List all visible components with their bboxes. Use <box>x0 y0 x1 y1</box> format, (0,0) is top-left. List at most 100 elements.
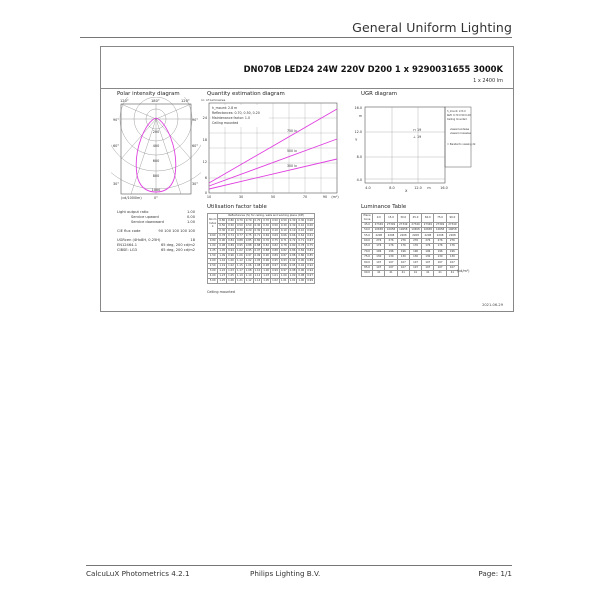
polar-title: Polar intensity diagram <box>117 91 180 97</box>
uf-cell: 1.06 <box>226 278 236 284</box>
quantity-estimation-chart: nr. of luminaires h_mount: 2.8 m Reflect… <box>201 98 339 199</box>
svg-text:= Parallel to viewing dir.: = Parallel to viewing dir. <box>447 143 476 146</box>
svg-text:30: 30 <box>239 195 243 199</box>
luminance-cell: 41 <box>372 270 386 277</box>
luminance-header-cell: 45.0 <box>408 213 423 223</box>
svg-text:4.0: 4.0 <box>357 178 362 182</box>
svg-text:h_mount: 2.8 m: h_mount: 2.8 m <box>447 110 467 113</box>
product-title: DN070B LED24 24W 220V D200 1 x 929003165… <box>243 64 503 74</box>
footer-rule <box>86 565 512 566</box>
svg-text:90°: 90° <box>192 118 198 122</box>
svg-text:19: 19 <box>417 135 421 139</box>
svg-text:0°: 0° <box>154 196 158 200</box>
header-rule <box>80 37 512 38</box>
svg-text:180°: 180° <box>151 99 160 103</box>
svg-text:50: 50 <box>271 195 275 199</box>
svg-text:750 lx: 750 lx <box>287 129 297 133</box>
svg-text:nr. of luminaires: nr. of luminaires <box>201 98 226 102</box>
svg-text:16.0: 16.0 <box>440 186 448 190</box>
uf-cell: 1.05 <box>261 278 272 284</box>
uf-cell: 1.12 <box>243 278 254 284</box>
svg-text:16.0: 16.0 <box>354 106 362 110</box>
svg-text:Reflectances: 0.70, 0.50, 0.20: Reflectances: 0.70, 0.50, 0.20 <box>212 111 260 115</box>
section-divider <box>101 88 513 89</box>
svg-text:18: 18 <box>203 138 207 142</box>
svg-text:70: 70 <box>303 195 307 199</box>
luminance-header-cell: 90.0 <box>445 213 459 223</box>
reflectance-header: Reflectances (%) for ceiling, walls and … <box>217 213 315 219</box>
svg-text:8.0: 8.0 <box>389 186 394 190</box>
uf-cell: 1.00 <box>296 278 307 284</box>
luminance-title: Luminance Table <box>361 204 407 210</box>
svg-text:10: 10 <box>207 195 211 199</box>
svg-text:6: 6 <box>205 176 207 180</box>
footer-company: Philips Lighting B.V. <box>250 569 321 578</box>
room-index-cell: 5.00 <box>206 278 219 284</box>
luminance-cell: 41 <box>421 270 435 277</box>
report-date: 2021-06-29 <box>482 303 503 307</box>
uf-cell: 1.21 <box>234 278 245 284</box>
page-header-title: General Uniform Lighting <box>352 20 512 35</box>
polar-intensity-diagram: 120° 180° 120° 200 400 600 800 1000 <box>111 97 201 200</box>
svg-text:120°: 120° <box>120 99 129 103</box>
svg-text:Refl: 0.70 0.50 0.20: Refl: 0.70 0.50 0.20 <box>447 114 471 117</box>
luminance-unit: (cd/m²) <box>457 269 470 273</box>
svg-text:Maintenance factor: 1.0: Maintenance factor: 1.0 <box>212 116 250 120</box>
svg-text:90: 90 <box>323 195 327 199</box>
svg-text:m: m <box>427 186 431 190</box>
svg-text:400: 400 <box>153 144 159 148</box>
svg-text:Ceiling mounted: Ceiling mounted <box>447 118 467 121</box>
svg-text:12.0: 12.0 <box>414 186 422 190</box>
quantity-title: Quantity estimation diagram <box>207 91 285 97</box>
utilisation-note: Ceiling mounted <box>207 290 235 294</box>
svg-text:0: 0 <box>205 191 207 195</box>
svg-text:12.0: 12.0 <box>354 130 362 134</box>
uf-cell: 0.99 <box>305 278 315 284</box>
svg-text:(m²): (m²) <box>331 195 339 199</box>
svg-text:90°: 90° <box>113 118 119 122</box>
svg-text:8.0: 8.0 <box>357 155 362 159</box>
svg-text:800: 800 <box>153 174 159 178</box>
luminance-cell: 41 <box>384 270 398 277</box>
svg-text:4.0: 4.0 <box>365 186 370 190</box>
ugr-diagram: 16.0 12.0 8.0 4.0 m Y 4.0 8.0 12.0 m 16.… <box>354 106 476 193</box>
svg-text:500 lx: 500 lx <box>287 149 297 153</box>
svg-text:30°: 30° <box>113 182 119 186</box>
uf-cell: 1.25 <box>217 278 228 284</box>
svg-text:600: 600 <box>153 159 159 163</box>
luminance-header-cell: 60.0 <box>421 213 435 223</box>
svg-text:60°: 60° <box>113 144 119 148</box>
uf-cell: 1.14 <box>252 278 263 284</box>
product-lumen: 1 x 2400 lm <box>473 78 503 84</box>
utilisation-title: Utilisation factor table <box>207 204 267 210</box>
luminance-cell: 41 <box>445 270 459 277</box>
svg-text:19: 19 <box>417 128 421 132</box>
svg-text:viewed endwise: viewed endwise <box>450 128 470 131</box>
svg-text:1000: 1000 <box>152 188 161 192</box>
svg-text:120°: 120° <box>181 99 190 103</box>
luminance-cell: 90.0 <box>360 270 374 277</box>
svg-text:12: 12 <box>203 160 207 164</box>
luminance-cell: 41 <box>408 270 423 277</box>
svg-text:60°: 60° <box>192 144 198 148</box>
svg-text:h_mount: 2.8 m: h_mount: 2.8 m <box>212 106 237 110</box>
luminance-header-cell: 15.0 <box>384 213 398 223</box>
svg-text:Ceiling mounted: Ceiling mounted <box>212 121 238 125</box>
svg-text:30°: 30° <box>192 182 198 186</box>
svg-text:24: 24 <box>203 116 207 120</box>
svg-text:⊓: ⊓ <box>413 128 416 132</box>
uf-cell: 1.02 <box>270 278 280 284</box>
luminance-header-cell: 0.0 <box>372 213 386 223</box>
footer-page: Page: 1/1 <box>478 569 512 578</box>
luminance-cell: 41 <box>433 270 447 277</box>
footer-software: CalcuLuX Photometrics 4.2.1 <box>86 569 190 578</box>
svg-text:viewed crosswise: viewed crosswise <box>450 132 471 135</box>
